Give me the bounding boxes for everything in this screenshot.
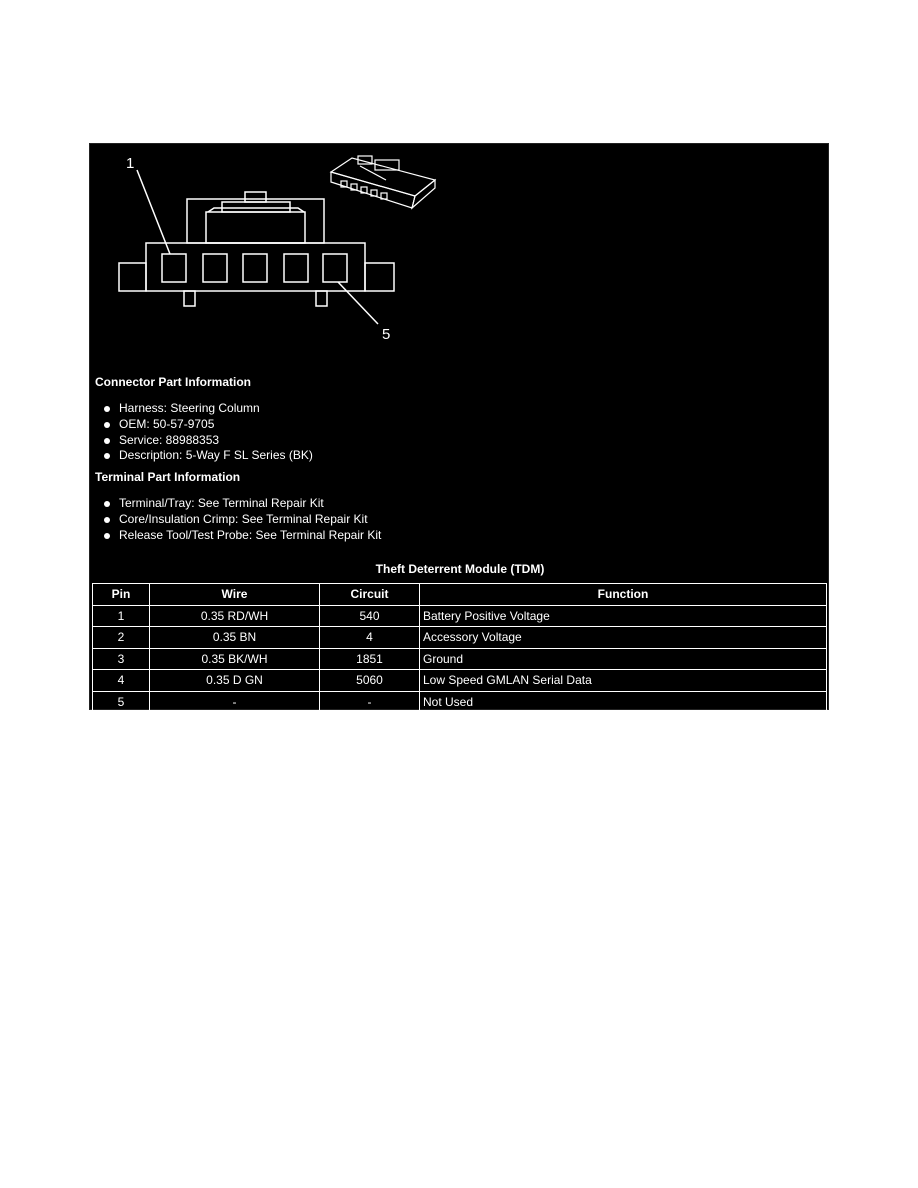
pin-cell: 3: [92, 647, 150, 670]
connector-isometric-icon: [329, 155, 437, 210]
table-row: 5 - - Not Used: [92, 690, 827, 713]
circuit-cell: 540: [319, 604, 420, 627]
pinout-table-title: Theft Deterrent Module (TDM): [375, 562, 545, 576]
left-foot: [183, 290, 196, 307]
wire-cell: -: [149, 690, 320, 713]
pin-cell: 5: [92, 690, 150, 713]
column-header-wire: Wire: [149, 583, 320, 606]
table-row: 3 0.35 BK/WH 1851 Ground: [92, 647, 827, 670]
cavity-5: [322, 253, 348, 283]
list-item: OEM: 50-57-9705: [102, 417, 313, 433]
circuit-cell: 1851: [319, 647, 420, 670]
latch-inner: [205, 211, 306, 244]
pin-cell: 2: [92, 626, 150, 649]
table-row: 1 0.35 RD/WH 540 Battery Positive Voltag…: [92, 604, 827, 627]
circuit-cell: 5060: [319, 669, 420, 692]
wire-cell: 0.35 D GN: [149, 669, 320, 692]
latch-top: [244, 191, 267, 203]
connector-figure-panel: 1 5 Connector Part Information Harness: …: [89, 143, 829, 713]
wire-cell: 0.35 RD/WH: [149, 604, 320, 627]
wire-cell: 0.35 BN: [149, 626, 320, 649]
callout-1-label: 1: [126, 155, 134, 172]
list-item: Core/Insulation Crimp: See Terminal Repa…: [102, 512, 381, 528]
list-item: Description: 5-Way F SL Series (BK): [102, 448, 313, 464]
pin-cell: 4: [92, 669, 150, 692]
connector-body: [145, 242, 366, 292]
latch-lock: [207, 207, 305, 213]
connector-end-view-diagram: 1 5: [118, 155, 437, 343]
pin-cell: 1: [92, 604, 150, 627]
terminal-part-info-list: Terminal/Tray: See Terminal Repair Kit C…: [102, 496, 381, 543]
function-cell: Ground: [419, 647, 827, 670]
function-cell: Accessory Voltage: [419, 626, 827, 649]
callout-5-label: 5: [382, 326, 390, 343]
table-row: 2 0.35 BN 4 Accessory Voltage: [92, 626, 827, 649]
wire-cell: 0.35 BK/WH: [149, 647, 320, 670]
list-item: Release Tool/Test Probe: See Terminal Re…: [102, 528, 381, 544]
circuit-cell: 4: [319, 626, 420, 649]
cavity-2: [202, 253, 228, 283]
column-header-circuit: Circuit: [319, 583, 420, 606]
cavity-3: [242, 253, 268, 283]
table-header-row: Pin Wire Circuit Function: [92, 583, 827, 606]
callout-1-leader: [136, 169, 171, 255]
connector-part-info-list: Harness: Steering Column OEM: 50-57-9705…: [102, 401, 313, 464]
function-cell: Low Speed GMLAN Serial Data: [419, 669, 827, 692]
circuit-cell: -: [319, 690, 420, 713]
left-tab: [118, 262, 147, 292]
pinout-table: Pin Wire Circuit Function 1 0.35 RD/WH 5…: [92, 583, 827, 713]
table-row: 4 0.35 D GN 5060 Low Speed GMLAN Serial …: [92, 669, 827, 692]
latch-bar: [221, 201, 291, 213]
function-cell: Battery Positive Voltage: [419, 604, 827, 627]
cavity-1: [161, 253, 187, 283]
list-item: Terminal/Tray: See Terminal Repair Kit: [102, 496, 381, 512]
list-item: Service: 88988353: [102, 433, 313, 449]
terminal-part-info-heading: Terminal Part Information: [95, 470, 241, 484]
callout-5-leader: [337, 281, 379, 325]
right-foot: [315, 290, 328, 307]
column-header-pin: Pin: [92, 583, 150, 606]
connector-part-info-heading: Connector Part Information: [95, 375, 252, 389]
function-cell: Not Used: [419, 690, 827, 713]
column-header-function: Function: [419, 583, 827, 606]
latch-frame: [186, 198, 325, 244]
right-tab: [364, 262, 395, 292]
list-item: Harness: Steering Column: [102, 401, 313, 417]
cavity-4: [283, 253, 309, 283]
